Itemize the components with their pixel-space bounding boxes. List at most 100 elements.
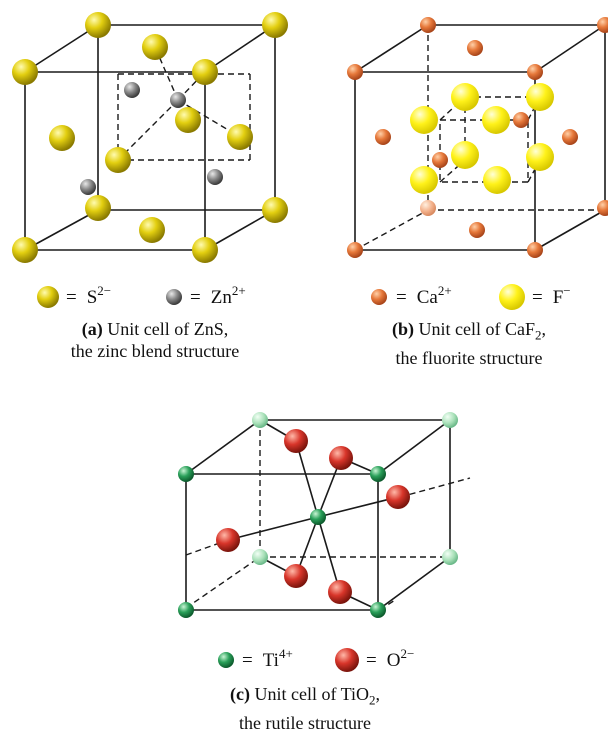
f-ion — [451, 83, 479, 111]
ti-ion-back — [252, 549, 268, 565]
ti-ion — [178, 466, 194, 482]
panel-b-caf2-unit-cell: =Ca2+ =F− — [347, 17, 608, 310]
legend-equals: = — [396, 287, 407, 308]
ti-ion — [310, 509, 326, 525]
svg-text:=Ti4+: = Ti4+ — [242, 646, 293, 671]
zns-atoms — [12, 12, 288, 263]
legend-zn-symbol: Zn — [211, 287, 233, 308]
legend-zn-charge: 2+ — [232, 283, 246, 298]
zn-ion — [207, 169, 223, 185]
caf2-atoms — [347, 17, 608, 258]
s-ion — [227, 124, 253, 150]
ti-ion-back — [442, 412, 458, 428]
caption-line2: the fluorite structure — [395, 347, 543, 368]
legend-equals: = — [242, 650, 253, 671]
legend-equals: = — [190, 287, 201, 308]
legend-o-symbol: O — [387, 650, 401, 671]
f-ion — [482, 106, 510, 134]
caption-panel-b: (b) Unit cell of CaF2, the fluorite stru… — [330, 318, 608, 369]
ca-ion — [432, 152, 448, 168]
s-ion — [12, 237, 38, 263]
ca-ion — [597, 17, 608, 33]
ca-ion — [597, 200, 608, 216]
caf2-cube-edges — [354, 24, 606, 251]
f-ion — [410, 106, 438, 134]
ca-ion — [469, 222, 485, 238]
s-ion — [85, 195, 111, 221]
o-ion — [328, 580, 352, 604]
legend-ca-symbol: Ca — [417, 287, 439, 308]
s-ion — [192, 59, 218, 85]
zn-ion — [80, 179, 96, 195]
f-ion — [410, 166, 438, 194]
ca-ion-back — [420, 200, 436, 216]
panel-c-tio2-unit-cell: = Ti4+ = O2− — [178, 412, 471, 672]
o-ion — [284, 564, 308, 588]
caption-subscript: 2 — [534, 327, 542, 343]
panel-a-zns-unit-cell: = S2− = Zn2+ — [12, 12, 288, 308]
legend-o-charge: 2− — [400, 646, 414, 661]
ti-ion-back — [442, 549, 458, 565]
caption-subscript: 2 — [369, 692, 376, 708]
o-ion — [284, 429, 308, 453]
legend-zn-swatch — [166, 289, 182, 305]
caption-line2: the zinc blend structure — [70, 341, 240, 361]
tio2-atoms — [178, 412, 458, 618]
ti-ion — [370, 466, 386, 482]
s-ion — [139, 217, 165, 243]
tio2-cube-edges — [185, 419, 451, 611]
caption-panel-a: (a) Unit cell of ZnS, the zinc blend str… — [10, 318, 300, 362]
caption-label: (a) — [81, 319, 103, 339]
s-ion — [85, 12, 111, 38]
s-ion — [49, 125, 75, 151]
s-ion — [142, 34, 168, 60]
ti-ion-back — [252, 412, 268, 428]
s-ion — [192, 237, 218, 263]
caption-label: (c) — [230, 684, 250, 704]
legend-s-symbol: S — [87, 287, 98, 308]
caf2-legend: =Ca2+ =F− — [371, 283, 571, 310]
s-ion — [262, 197, 288, 223]
o-ion — [216, 528, 240, 552]
zn-ion — [124, 82, 140, 98]
svg-text:=Ca2+: =Ca2+ — [396, 283, 452, 308]
ca-ion — [527, 64, 543, 80]
legend-equals: = — [532, 287, 543, 308]
svg-text:=Zn2+: = Zn2+ — [190, 283, 246, 308]
ca-ion — [467, 40, 483, 56]
o-ion — [386, 485, 410, 509]
legend-ti-swatch — [218, 652, 234, 668]
ca-ion — [347, 64, 363, 80]
legend-s-charge: 2− — [97, 283, 111, 298]
ca-ion — [527, 242, 543, 258]
legend-f-charge: − — [563, 283, 570, 298]
caption-line2: the rutile structure — [239, 712, 371, 733]
ca-ion — [420, 17, 436, 33]
svg-text:=S2−: = S2− — [66, 283, 111, 308]
o-ion — [329, 446, 353, 470]
s-ion — [175, 107, 201, 133]
f-ion — [526, 143, 554, 171]
s-ion — [262, 12, 288, 38]
caption-line1: Unit cell of ZnS, — [107, 319, 229, 339]
caption-panel-c: (c) Unit cell of TiO2, the rutile struct… — [160, 683, 450, 734]
legend-s-swatch — [37, 286, 59, 308]
ti-ion — [370, 602, 386, 618]
s-ion — [12, 59, 38, 85]
legend-f-symbol: F — [553, 287, 564, 308]
caption-line1-end: , — [375, 684, 381, 704]
zns-legend: = S2− = Zn2+ — [37, 283, 246, 308]
caption-line1: Unit cell of TiO — [254, 684, 369, 704]
f-ion — [526, 83, 554, 111]
ca-ion — [375, 129, 391, 145]
legend-ca-swatch — [371, 289, 387, 305]
f-ion — [483, 166, 511, 194]
legend-ti-symbol: Ti — [263, 650, 279, 671]
svg-text:=F−: = F− — [532, 283, 571, 308]
legend-equals: = — [66, 287, 77, 308]
legend-equals: = — [366, 650, 377, 671]
tio2-legend: = Ti4+ = O2− — [218, 646, 414, 672]
legend-ti-charge: 4+ — [279, 646, 293, 661]
caption-label: (b) — [392, 319, 414, 339]
